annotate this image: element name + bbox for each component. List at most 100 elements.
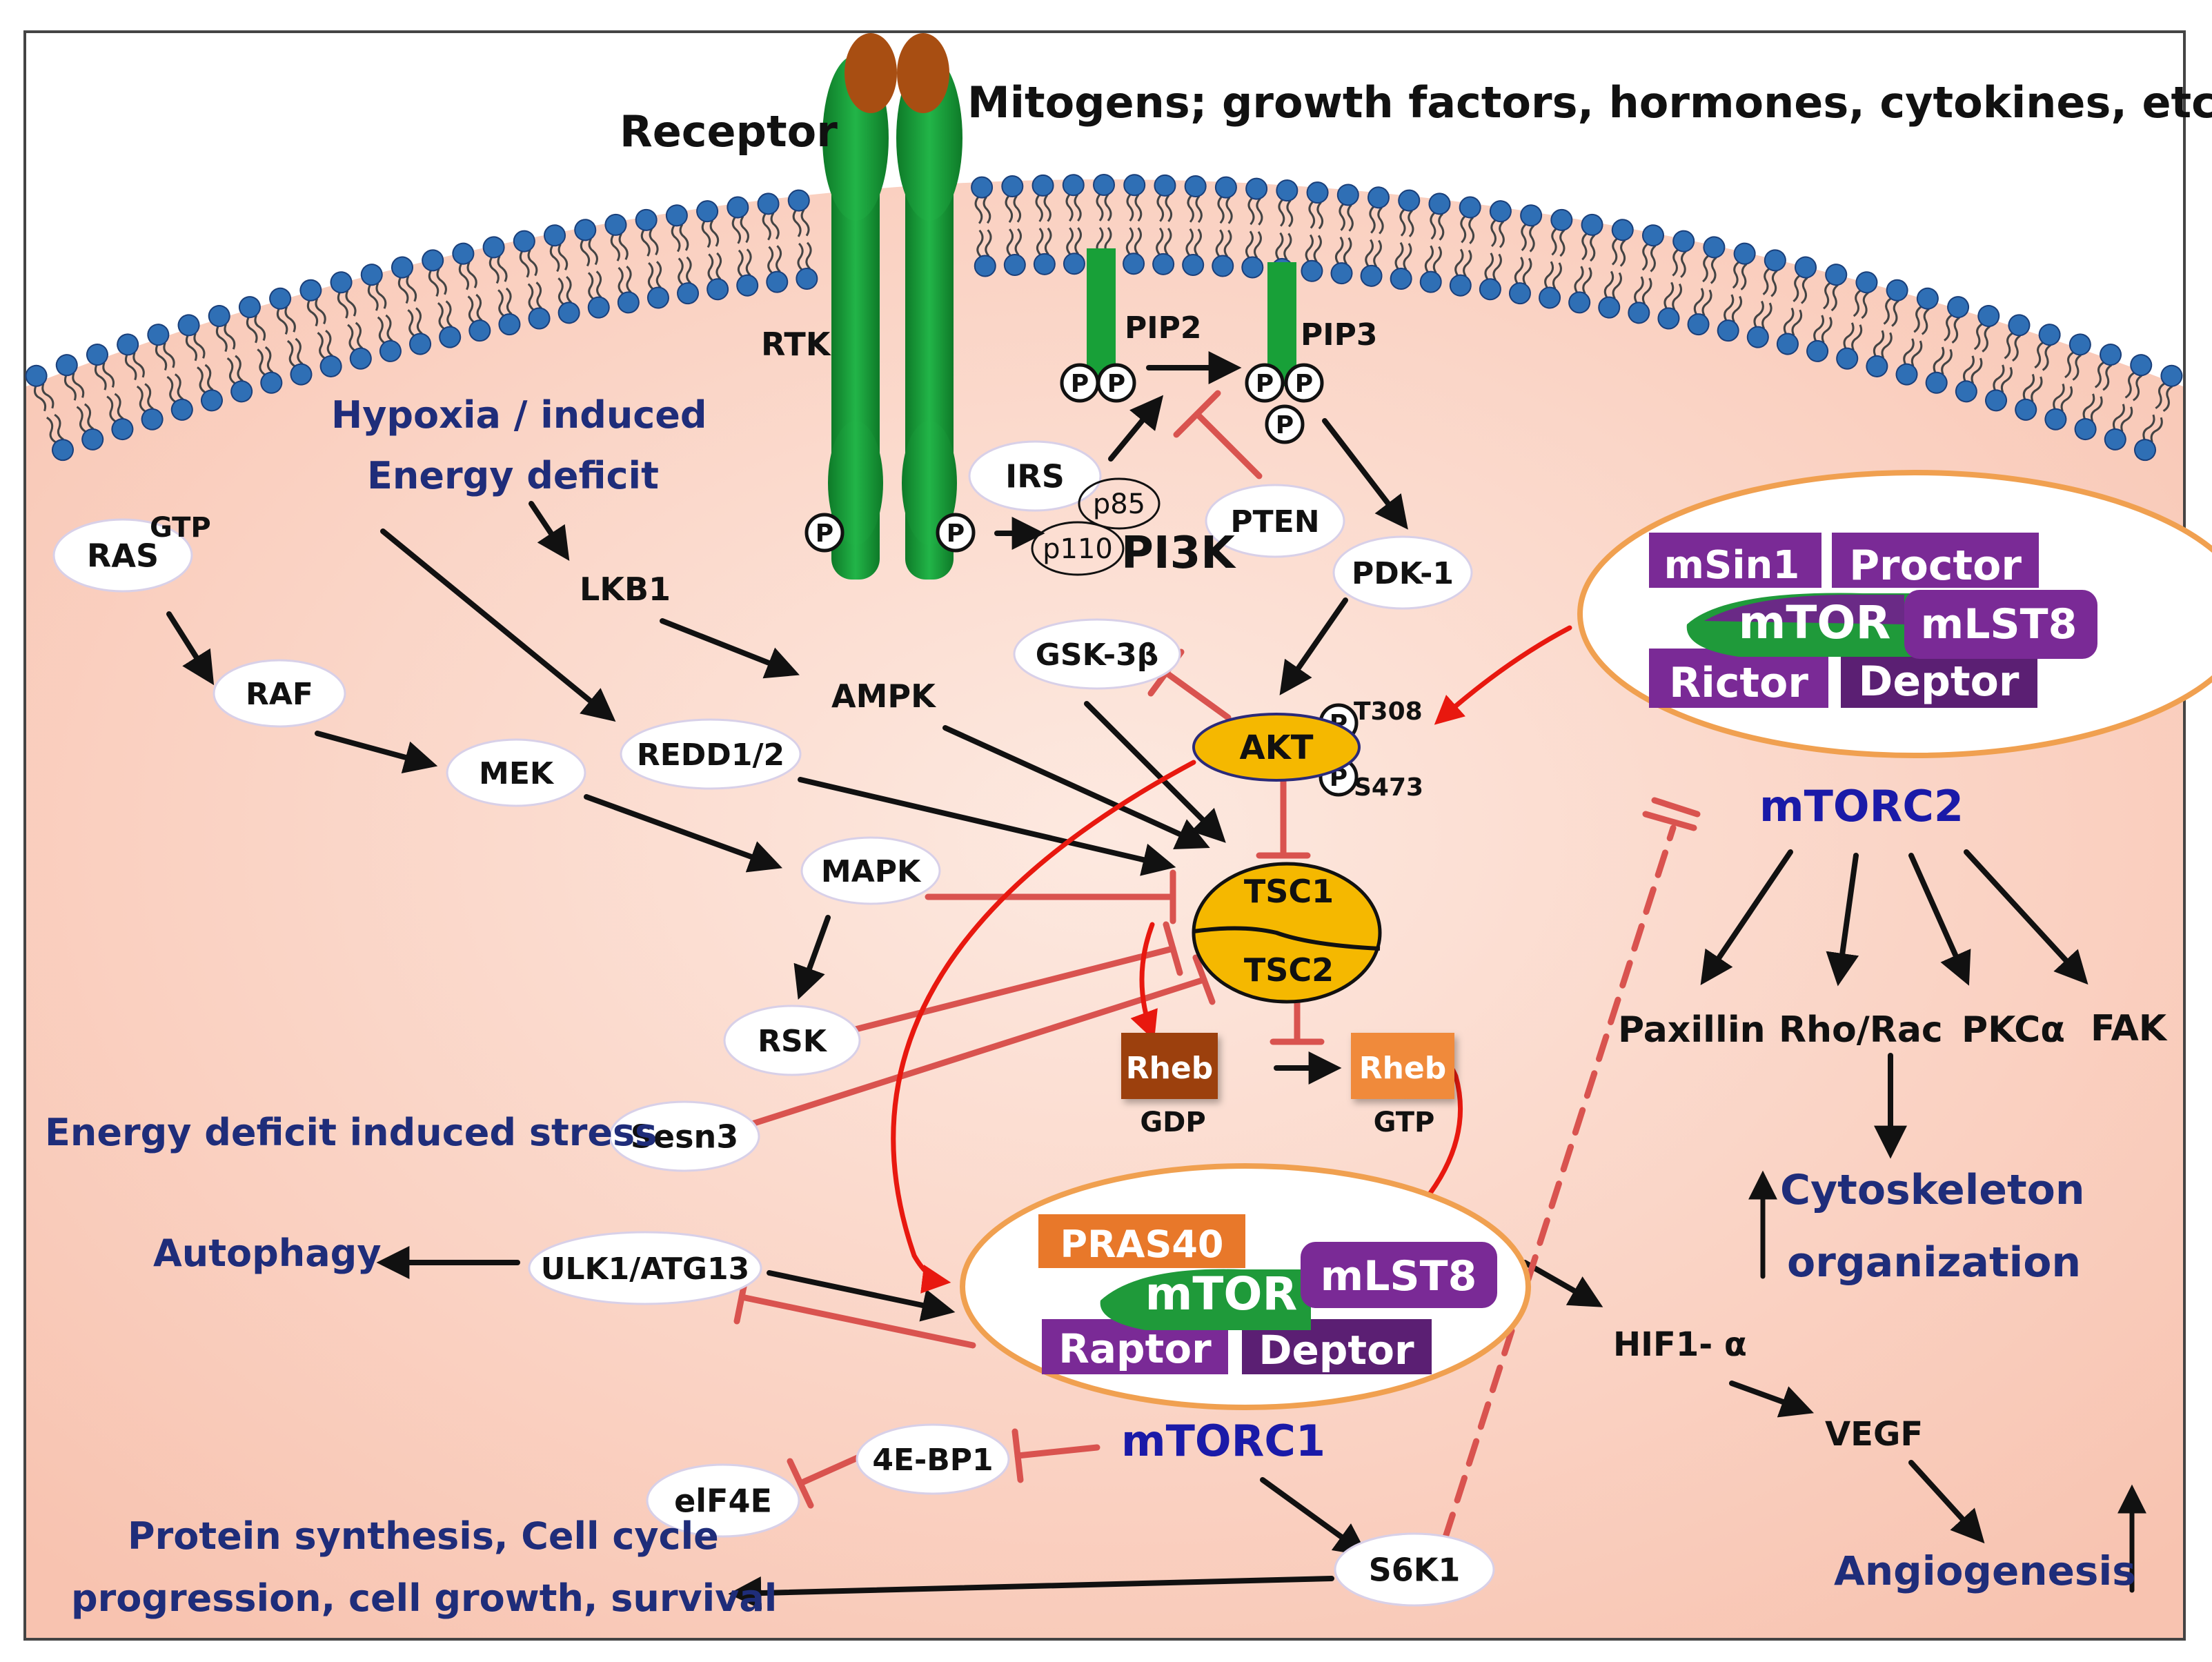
p110-subunit: p110 bbox=[1031, 521, 1125, 576]
lipid-pair bbox=[1657, 230, 1695, 330]
mapk-node-shape bbox=[800, 836, 941, 905]
lipid-pair bbox=[2104, 354, 2153, 451]
rheb-gtp: Rheb GTP bbox=[1351, 1033, 1454, 1138]
lipid-head bbox=[2044, 408, 2067, 431]
s6k1-node-shape bbox=[1334, 1532, 1495, 1607]
text-labels: Receptor Mitogens; growth factors, hormo… bbox=[45, 77, 2212, 1620]
lipid-head bbox=[1489, 200, 1512, 223]
lipid-pair bbox=[635, 208, 669, 309]
mtorc2-deptor-label: Deptor bbox=[1859, 657, 2020, 706]
rsk-node-label: RSK bbox=[758, 1024, 828, 1059]
lipid-tails bbox=[215, 324, 244, 384]
lipid-tails bbox=[1305, 201, 1324, 263]
t308-label: T308 bbox=[1354, 698, 1423, 726]
proctor-label: Proctor bbox=[1849, 542, 2022, 590]
lipid-head bbox=[1672, 230, 1695, 253]
pip2-anchor bbox=[1087, 248, 1116, 386]
lipid-tails bbox=[1514, 224, 1535, 285]
tsc1-label: TSC1 bbox=[1244, 873, 1334, 910]
lipid-head bbox=[1866, 355, 1888, 377]
ras-gtp-label: GTP bbox=[150, 512, 211, 544]
lipid-head bbox=[2038, 324, 2061, 346]
lipid-head bbox=[766, 270, 789, 293]
lipid-tails bbox=[1454, 215, 1475, 277]
lipid-head bbox=[557, 301, 580, 324]
edge-redd-to-tsc bbox=[798, 777, 1176, 876]
lipid-head bbox=[1703, 236, 1726, 259]
lipid-head bbox=[208, 305, 230, 328]
ras-node-label: RAS bbox=[87, 537, 159, 575]
lipid-tails bbox=[762, 212, 782, 274]
lipid-tails bbox=[428, 268, 453, 330]
lipid-pair bbox=[1152, 174, 1176, 275]
ulk1-node: ULK1/ATG13 bbox=[528, 1231, 762, 1305]
lipid-tails bbox=[1603, 237, 1626, 299]
lipid-head bbox=[796, 268, 818, 290]
pip3-label: PIP3 bbox=[1301, 317, 1377, 353]
mtorc2-complex: mSin1 Proctor mTOR mLST8 Rictor Deptor bbox=[1577, 470, 2212, 758]
phosphate-3: P bbox=[1060, 363, 1100, 403]
lipid-tails bbox=[458, 261, 483, 323]
lipid-tails bbox=[2112, 372, 2143, 433]
lipid-tails bbox=[1394, 208, 1414, 270]
mtorc2-mtor-label: mTOR bbox=[1739, 596, 1891, 649]
lipid-pair bbox=[1628, 224, 1664, 324]
lipid-pair bbox=[727, 196, 759, 297]
receptor-label: Receptor bbox=[620, 106, 838, 157]
paxillin-label: Paxillin bbox=[1618, 1009, 1766, 1051]
lipid-tails bbox=[1574, 233, 1596, 295]
lipid-tails bbox=[276, 306, 304, 367]
edge-mtorc1-to-s6k1 bbox=[1260, 1477, 1368, 1556]
lipid-tails bbox=[2082, 362, 2113, 422]
lipid-tails bbox=[1873, 297, 1899, 359]
lipid-head bbox=[260, 371, 283, 394]
lipid-pair bbox=[1895, 287, 1939, 386]
lipid-pair bbox=[1449, 196, 1481, 297]
lipid-pair bbox=[1330, 184, 1359, 285]
edge-mek-to-mapk bbox=[584, 794, 783, 873]
lipid-head bbox=[574, 219, 597, 241]
lipid-head bbox=[665, 204, 688, 227]
lipid-pair bbox=[971, 176, 996, 277]
lipid-head bbox=[1093, 174, 1115, 196]
lipid-tails bbox=[1215, 196, 1233, 257]
lipid-head bbox=[1182, 253, 1205, 276]
lipid-tails bbox=[1933, 314, 1960, 375]
phosphate-2: P bbox=[936, 513, 976, 553]
edge-mapk-to-rsk bbox=[793, 915, 831, 1000]
lipid-tails bbox=[580, 238, 602, 299]
protein-synthesis-label-line2: progression, cell growth, survival bbox=[71, 1576, 777, 1620]
lipid-tails bbox=[1843, 290, 1869, 351]
edge-hypoxia-to-lkb1 bbox=[529, 501, 570, 561]
gdp-label: GDP bbox=[1140, 1107, 1205, 1138]
edge-pip3-to-pdk1 bbox=[1322, 418, 1408, 530]
edge-mtorc2-to-fak bbox=[1964, 849, 2088, 985]
lipid-head bbox=[1033, 253, 1056, 275]
lipid-pair bbox=[696, 200, 729, 301]
lipid-pair bbox=[544, 224, 580, 324]
lipid-head bbox=[177, 314, 200, 337]
lipid-head bbox=[51, 439, 74, 462]
lipid-tails bbox=[640, 228, 662, 290]
lipid-pair bbox=[2134, 364, 2183, 462]
lipid-head bbox=[1641, 224, 1664, 247]
pten-node-shape bbox=[1205, 484, 1345, 558]
lipid-pair bbox=[1001, 175, 1026, 276]
pdk1-node-shape bbox=[1332, 535, 1473, 610]
edge-ulk1-to-mtorc1 bbox=[767, 1270, 956, 1322]
lipid-head bbox=[1795, 256, 1817, 279]
irs-node-shape bbox=[968, 440, 1102, 512]
redd-node: REDD1/2 bbox=[620, 718, 802, 790]
ampk-label: AMPK bbox=[831, 677, 937, 715]
lipid-head bbox=[1806, 339, 1829, 362]
gtp-label: GTP bbox=[1374, 1107, 1435, 1138]
lipid-pair bbox=[1539, 208, 1573, 309]
lipid-pair bbox=[482, 236, 521, 336]
lipid-pair bbox=[1241, 177, 1268, 279]
lipid-pair bbox=[1717, 242, 1756, 342]
lipid-pair bbox=[1925, 296, 1970, 394]
lipid-pair bbox=[86, 344, 134, 441]
lipid-head bbox=[269, 287, 292, 310]
lipid-pair bbox=[1419, 192, 1451, 293]
rheb-gdp-label: Rheb bbox=[1126, 1051, 1214, 1086]
